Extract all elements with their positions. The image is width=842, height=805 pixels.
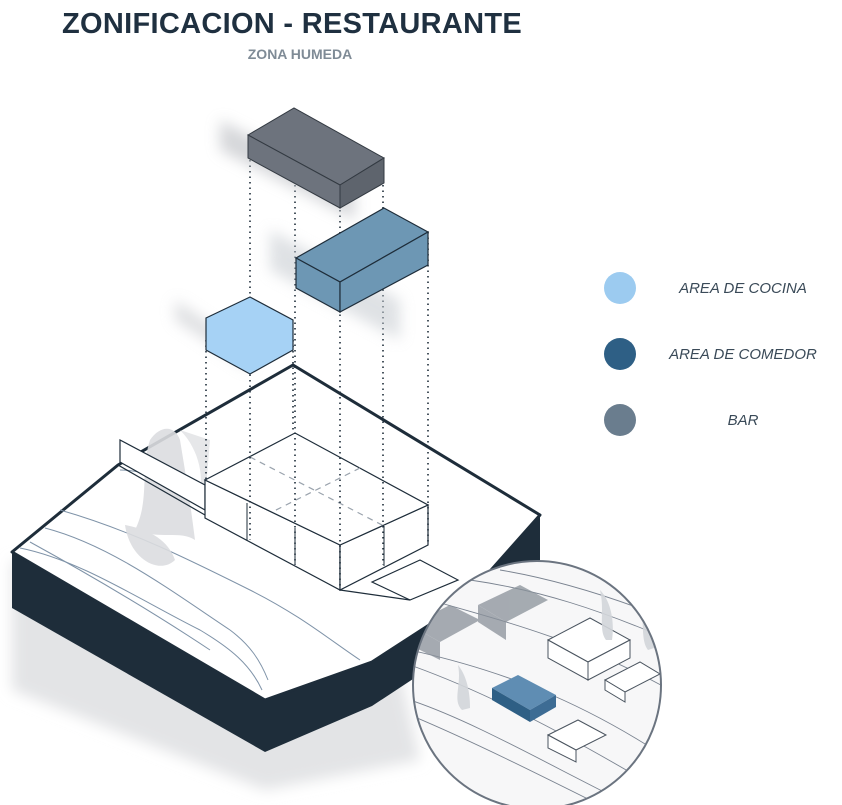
terrain-side-left [12,552,265,752]
zone-bar-volume [220,107,385,220]
terrain-side-right [265,515,540,752]
legend-item-comedor: AREA DE COMEDOR [600,336,842,370]
legend-swatch-bar [604,404,636,436]
legend-swatch-comedor [604,338,636,370]
legend-label-bar: BAR [727,412,759,429]
zone-comedor-volume [270,207,430,340]
zone-cocina-volume [175,296,294,375]
page-subtitle: ZONA HUMEDA [247,46,353,62]
projection-lines [205,160,429,590]
page-title: ZONIFICACION - RESTAURANTE [62,8,522,40]
legend-swatch-cocina [604,272,636,304]
location-inset [412,560,662,805]
base-volume [203,432,430,591]
annex-volume [370,559,460,601]
legend-label-cocina: AREA DE COCINA [679,280,807,297]
legend-item-bar: BAR [600,402,842,436]
legend-label-comedor: AREA DE COMEDOR [669,346,817,363]
legend-item-cocina: AREA DE COCINA [600,270,842,304]
